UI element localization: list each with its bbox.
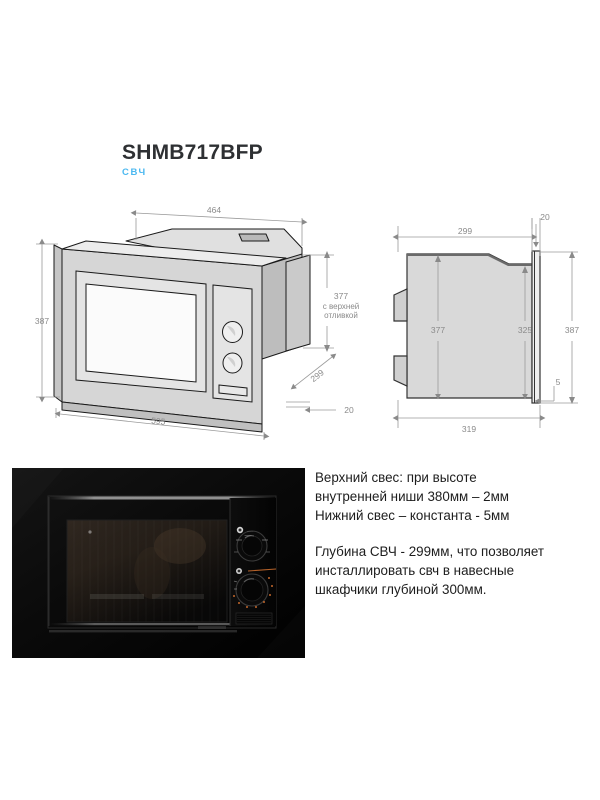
dimension-inner-height — [522, 266, 528, 400]
product-category-label: СВЧ — [122, 167, 147, 179]
isometric-drawing: 464 387 377 с верхней отливкой 595 — [14, 196, 380, 446]
photo-timer-knob — [233, 568, 277, 608]
photo-power-knob: ⎯⎯⎯⎯ ▔▔▔ — [234, 526, 270, 562]
dimension-side-top-depth-label: 299 — [458, 226, 472, 236]
page-header: SHMB717BFP СВЧ — [122, 141, 542, 179]
dimension-front-overhang — [286, 401, 336, 413]
photo-bottom-edge — [49, 626, 237, 633]
note-overhang-line-1: Верхний свес: при высоте — [315, 470, 477, 485]
microwave-side-door-panel — [531, 250, 541, 404]
dimension-total-depth-label: 319 — [462, 424, 476, 434]
dimension-bottom-overhang — [534, 386, 555, 404]
dimension-inner-height-label: 325 — [518, 325, 532, 335]
dimension-right-height-note-line2: отливкой — [324, 311, 358, 320]
dimension-depth-label: 299 — [308, 367, 326, 384]
dimension-bottom-width — [54, 408, 270, 440]
note-overhang-line-2: внутренней ниши 380мм – 2мм — [315, 489, 509, 505]
dimension-front-overhang-label: 20 — [344, 405, 354, 415]
product-photo: ⎯⎯⎯⎯ ▔▔▔ — [12, 468, 305, 658]
dimension-right-height-label: 377 — [334, 291, 348, 301]
side-section-drawing: 299 20 377 325 — [382, 196, 594, 446]
dimension-top-width-label: 464 — [207, 205, 221, 215]
dimension-door-thickness — [531, 218, 541, 256]
dimension-bottom-width-label: 595 — [151, 415, 166, 426]
microwave-side-body — [393, 253, 533, 399]
dimension-depth — [290, 353, 337, 390]
specification-notes: Верхний свес: при высоте внутренней ниши… — [315, 468, 590, 616]
dimension-total-depth — [392, 400, 546, 428]
page-title: SHMB717BFP — [122, 141, 263, 164]
note-depth-line-3: шкафчики глубиной 300мм. — [315, 582, 487, 598]
dimension-right-height-note-line1: с верхней — [323, 302, 360, 311]
dimension-body-height — [435, 255, 441, 400]
dimension-bottom-overhang-label: 5 — [556, 377, 561, 387]
dimension-left-height — [36, 238, 60, 403]
photo-door-window — [66, 519, 228, 623]
svg-text:▔▔▔: ▔▔▔ — [244, 535, 253, 539]
dimension-front-height — [540, 251, 578, 404]
note-overhang-line-3: Нижний свес – константа - 5мм — [315, 508, 510, 524]
microwave-iso-control-panel — [212, 284, 253, 403]
microwave-iso-vent-slot — [218, 384, 248, 397]
dimension-right-height — [303, 251, 334, 352]
photo-vent-grille — [235, 612, 273, 625]
photo-control-panel: ⎯⎯⎯⎯ ▔▔▔ — [229, 498, 277, 626]
svg-text:⎯⎯⎯⎯: ⎯⎯⎯⎯ — [247, 529, 254, 533]
dimension-left-height-label: 387 — [35, 316, 49, 326]
dimension-body-height-label: 377 — [431, 325, 445, 335]
microwave-iso-knob-upper — [222, 321, 243, 343]
note-depth-line-1: Глубина СВЧ - 299мм, что позволяет — [315, 544, 545, 560]
note-depth-line-2: инсталлировать свч в навесные — [315, 563, 515, 579]
dimension-front-height-label: 387 — [565, 325, 579, 335]
note-block-depth: Глубина СВЧ - 299мм, что позволяет инста… — [315, 542, 590, 599]
note-block-overhang: Верхний свес: при высоте внутренней ниши… — [315, 468, 590, 525]
dimension-top-width — [130, 210, 308, 246]
dimension-door-thickness-label: 20 — [540, 212, 550, 222]
microwave-iso-knob-lower — [222, 352, 243, 374]
microwave-iso-door — [75, 270, 207, 393]
